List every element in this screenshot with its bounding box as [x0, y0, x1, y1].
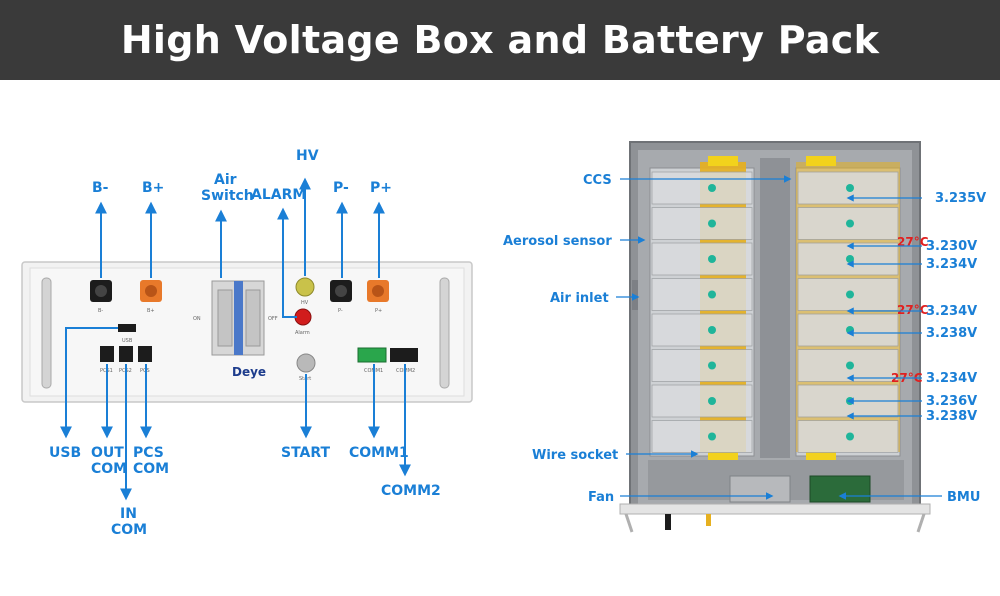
label-bmu: BMU	[947, 490, 980, 505]
voltage-reading-7: 3.236V	[926, 394, 977, 409]
cell-terminal-dot	[846, 255, 854, 263]
label-b-minus: B-	[92, 180, 109, 196]
usb-panel-text: USB	[122, 338, 133, 344]
label-wire-socket: Wire socket	[532, 448, 618, 463]
diagram-canvas: B- B+ ON OFF HV Alarm P- P+ USB	[21, 141, 986, 538]
label-air-inlet: Air inlet	[550, 291, 609, 306]
left-handle	[41, 277, 52, 389]
cell-terminal-dot	[708, 255, 716, 263]
voltage-reading-4: 3.234V	[926, 304, 977, 319]
battery-cell-left	[651, 171, 753, 205]
in-com-port	[119, 346, 133, 362]
cell-terminal-dot	[708, 326, 716, 334]
battery-cell-left	[651, 384, 753, 418]
label-p-minus: P-	[333, 180, 349, 196]
cell-terminal-dot	[708, 184, 716, 192]
voltage-reading-1: 3.235V	[935, 191, 986, 206]
label-alarm: ALARM	[251, 187, 306, 203]
battery-cell-left	[651, 313, 753, 347]
label-out-com-line1: OUT	[91, 445, 124, 461]
p-plus-panel-text: P+	[375, 308, 382, 314]
battery-cell-left	[651, 278, 753, 311]
label-pcs-com-line2: COM	[133, 461, 169, 477]
label-start: START	[281, 445, 331, 461]
battery-pack	[619, 141, 931, 533]
alarm-indicator	[294, 308, 312, 326]
cell-terminal-dot	[708, 361, 716, 370]
comm2-port	[390, 348, 418, 362]
on-panel-text: ON	[193, 316, 201, 322]
voltage-reading-8: 3.238V	[926, 409, 977, 424]
start-button	[296, 353, 316, 373]
cell-grid	[651, 171, 899, 453]
bmu-board	[809, 475, 871, 503]
comm1-port	[357, 347, 387, 363]
label-comm2: COMM2	[381, 483, 441, 499]
cell-terminal-dot	[846, 432, 854, 441]
cell-terminal-dot	[708, 397, 716, 405]
cell-terminal-dot	[846, 290, 854, 299]
pcs-com-panel-text: PCS	[140, 368, 150, 374]
voltage-reading-5: 3.238V	[926, 326, 977, 341]
alarm-panel-text: Alarm	[295, 330, 310, 336]
voltage-reading-3: 3.234V	[926, 257, 977, 272]
off-panel-text: OFF	[268, 316, 278, 322]
label-b-plus: B+	[142, 180, 164, 196]
label-in-com-line1: IN	[120, 506, 137, 522]
label-air-switch-line1: Air	[214, 172, 237, 188]
brand-logo-text: Deye	[232, 365, 266, 379]
cell-terminal-dot	[846, 219, 854, 228]
cell-terminal-dot	[708, 290, 716, 299]
label-usb: USB	[49, 445, 81, 461]
label-p-plus: P+	[370, 180, 392, 196]
page-title: High Voltage Box and Battery Pack	[120, 18, 880, 62]
hv-box: B- B+ ON OFF HV Alarm P- P+ USB	[21, 261, 473, 403]
battery-cell-left	[651, 349, 753, 382]
usb-port	[118, 324, 136, 332]
arrow-alarm	[277, 207, 297, 318]
hv-indicator	[295, 277, 315, 297]
air-switch	[211, 280, 265, 356]
arrow-usb	[60, 327, 118, 439]
battery-cell-left	[651, 242, 753, 276]
label-fan: Fan	[588, 490, 614, 505]
fan-unit	[729, 475, 791, 503]
b-minus-panel-text: B-	[98, 308, 103, 314]
label-aerosol-sensor: Aerosol sensor	[503, 234, 612, 249]
right-handle	[439, 277, 450, 389]
temperature-reading-1: 27°C	[897, 235, 929, 249]
voltage-readouts: 3.235V 3.230V 3.234V 3.234V 3.238V 3.234V 3.23…	[846, 191, 986, 424]
hv-panel-text: HV	[301, 300, 309, 306]
voltage-reading-2: 3.230V	[926, 239, 977, 254]
label-pcs-com-line1: PCS	[133, 445, 164, 461]
title-banner: High Voltage Box and Battery Pack	[0, 0, 1000, 80]
voltage-reading-6: 3.234V	[926, 371, 977, 386]
p-minus-panel-text: P-	[338, 308, 343, 314]
b-plus-panel-text: B+	[147, 308, 155, 314]
battery-cell-left	[651, 420, 753, 453]
cell-terminal-dot	[708, 219, 716, 228]
pcs-com-port	[138, 346, 152, 362]
out-com-port	[100, 346, 114, 362]
label-air-switch-line2: Switch	[201, 188, 254, 204]
label-hv: HV	[296, 148, 319, 164]
label-out-com-line2: COM	[91, 461, 127, 477]
battery-cell-left	[651, 207, 753, 240]
label-comm1: COMM1	[349, 445, 409, 461]
cell-terminal-dot	[846, 361, 854, 370]
temperature-reading-2: 27°C	[897, 303, 929, 317]
cell-terminal-dot	[846, 184, 854, 192]
label-ccs: CCS	[583, 173, 612, 188]
cell-terminal-dot	[708, 432, 716, 441]
air-inlet-grille	[632, 280, 638, 310]
label-in-com-line2: COM	[111, 522, 147, 538]
